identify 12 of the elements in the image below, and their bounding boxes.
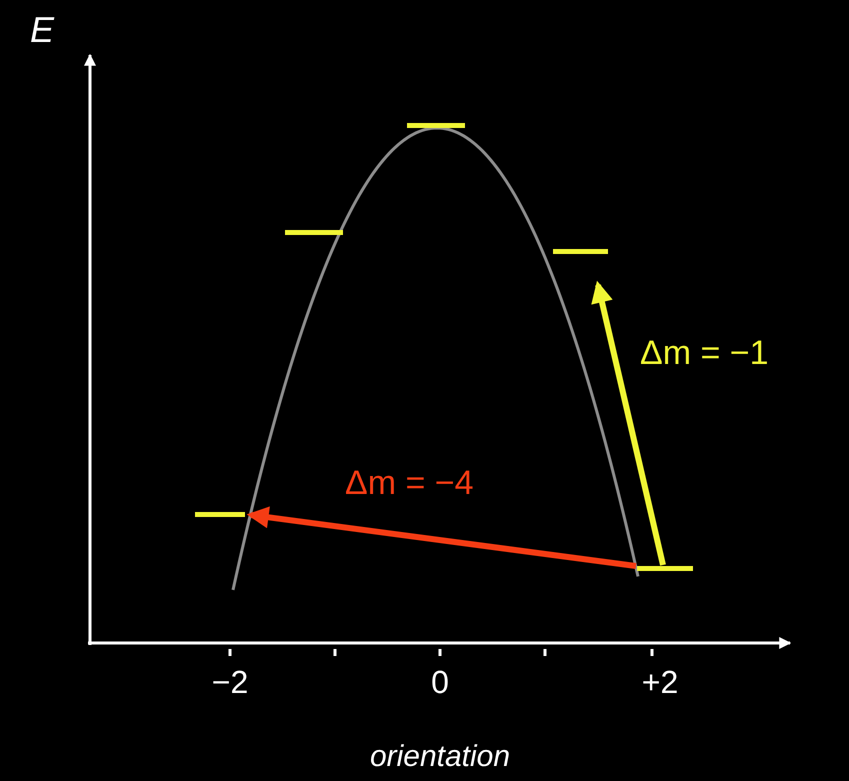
tick-label: +2 <box>642 666 678 698</box>
arrow <box>591 280 666 566</box>
energy-level-bar <box>407 123 465 128</box>
energy-level-bar <box>195 512 245 517</box>
arrow <box>246 506 636 569</box>
axis-label: orientation <box>370 742 510 772</box>
energy-level-bar <box>553 249 608 254</box>
tick-label: 0 <box>431 666 449 698</box>
axis-label: E <box>30 12 54 48</box>
tick-label: −2 <box>212 666 248 698</box>
energy-level-bar <box>637 566 693 571</box>
energy-level-bar <box>285 230 343 235</box>
